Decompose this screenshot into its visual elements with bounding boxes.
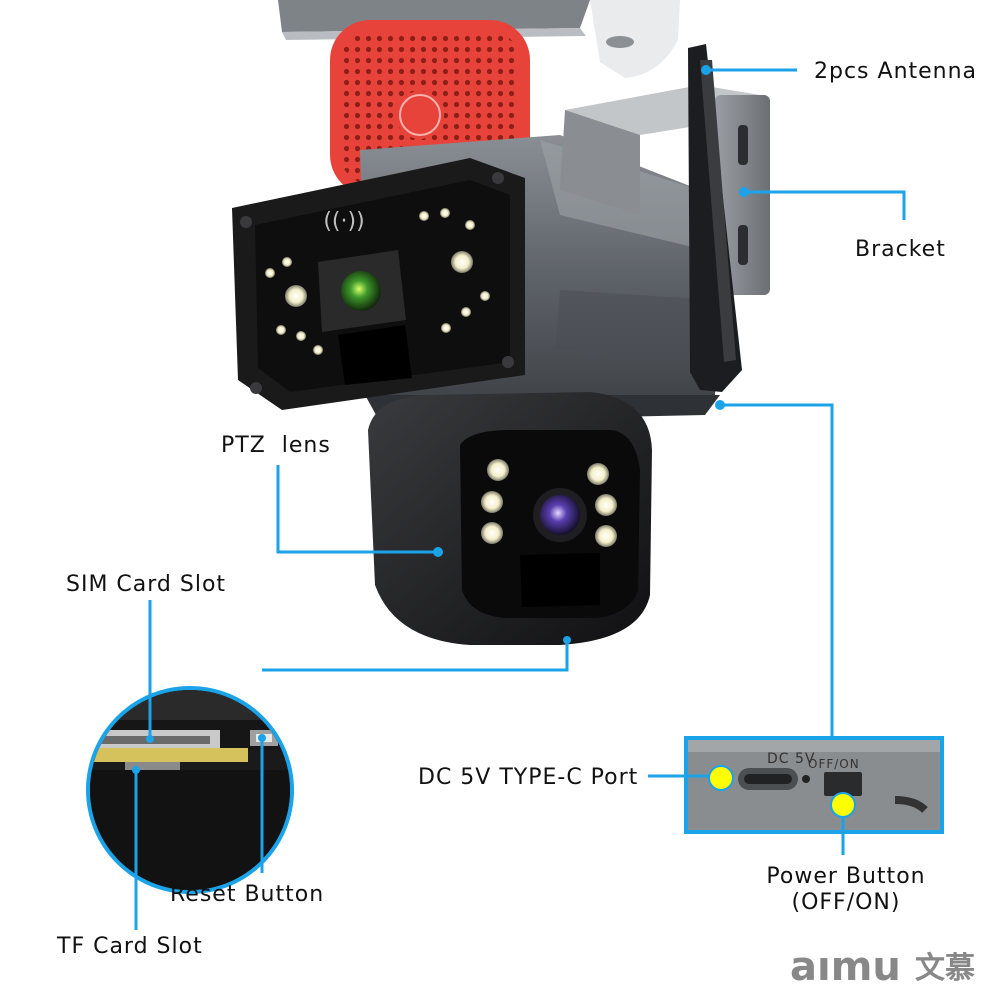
bracket-leader — [744, 190, 906, 220]
logo-latin: aımu — [790, 944, 901, 990]
logo-cjk: 文慕 — [915, 951, 975, 986]
ptz-dome — [368, 392, 652, 645]
callout-dots — [132, 65, 749, 774]
callout-lines — [134, 68, 906, 930]
label-ptz-lens: PTZ lens — [221, 433, 331, 458]
label-power-button: Power Button — [766, 864, 925, 889]
ptz-leader — [276, 465, 438, 554]
panel-switch-text: OFF/ON — [808, 757, 860, 771]
label-antenna: 2pcs Antenna — [814, 59, 977, 84]
inset-connector — [262, 640, 569, 672]
dc-port-marker — [708, 765, 734, 791]
ptz-lens-icon — [540, 495, 580, 535]
svg-text:((·)): ((·)) — [323, 209, 364, 234]
label-sim-card-slot: SIM Card Slot — [66, 572, 226, 597]
label-tf-card-slot: TF Card Slot — [56, 934, 203, 959]
power-switch-icon — [824, 772, 862, 796]
power-button-marker — [830, 792, 856, 818]
label-bracket: Bracket — [855, 237, 946, 262]
tf-slot-body — [90, 748, 248, 762]
front-panel: ((·)) — [232, 158, 525, 410]
port-panel-inset: DC 5V OFF/ON — [684, 736, 944, 834]
brand-logo: aımu 文慕 — [790, 944, 975, 990]
port-leader — [720, 403, 834, 736]
card-slot-inset — [86, 686, 294, 894]
label-power-button-state: (OFF/ON) — [792, 890, 901, 915]
panel-dc-text: DC 5V — [767, 751, 816, 767]
label-dc-port: DC 5V TYPE-C Port — [418, 765, 638, 790]
fixed-lens-icon — [341, 271, 381, 311]
camera-illustration: ((·)) — [232, 0, 770, 645]
label-reset-button: Reset Button — [170, 882, 324, 907]
antenna — [688, 44, 742, 392]
